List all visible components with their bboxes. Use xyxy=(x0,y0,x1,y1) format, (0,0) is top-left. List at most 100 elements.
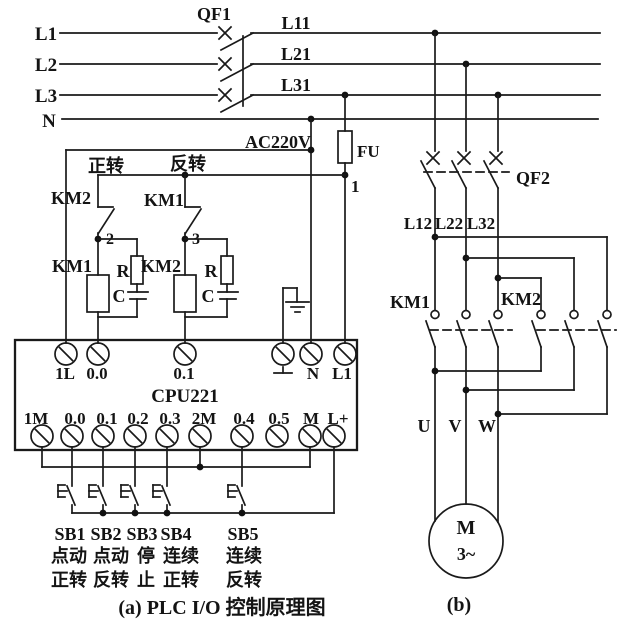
label-km2-coil: KM2 xyxy=(141,256,181,276)
terminal-label-lplus: L+ xyxy=(327,409,348,428)
label-sb4: SB4 xyxy=(160,524,191,544)
label-n: N xyxy=(42,111,56,132)
label-sb5: SB5 xyxy=(227,524,258,544)
terminal-out-00 xyxy=(86,342,110,366)
km1-nc-contact-icon xyxy=(184,206,202,235)
km2-contact-icon xyxy=(597,309,612,348)
label-sb4-fn2: 正转 xyxy=(163,569,199,590)
caption-b: (b) xyxy=(447,594,471,616)
km2-coil xyxy=(173,274,197,313)
qf1-pole-icon xyxy=(218,57,254,82)
qf1-pole-icon xyxy=(218,88,254,113)
terminal-l1 xyxy=(333,342,357,366)
qf2-pole-icon xyxy=(451,151,471,189)
label-l12: L12 xyxy=(404,214,432,233)
terminal-label-2m: 2M xyxy=(192,409,217,428)
terminal-n xyxy=(299,342,323,366)
terminal-label-01: 0.1 xyxy=(173,364,194,383)
snubber-resistor xyxy=(220,255,234,285)
terminal-label-i01: 0.1 xyxy=(96,409,117,428)
pushbutton-icon xyxy=(57,484,76,506)
terminal-i05 xyxy=(265,424,289,448)
label-w: W xyxy=(478,416,496,436)
pushbutton-icon xyxy=(227,484,246,506)
terminal-m xyxy=(298,424,322,448)
label-sb2-fn2: 反转 xyxy=(93,569,129,590)
label-node1: 1 xyxy=(351,177,360,196)
pe-ground-icon xyxy=(273,366,293,374)
terminal-label-m: M xyxy=(303,409,319,428)
pushbutton-sb5 xyxy=(227,446,246,517)
km2-contact-icon xyxy=(564,309,579,348)
terminal-label-i02: 0.2 xyxy=(127,409,148,428)
terminal-label-i04: 0.4 xyxy=(233,409,255,428)
terminal-lplus xyxy=(322,424,346,448)
label-l32: L32 xyxy=(467,214,495,233)
label-sb1-fn1: 点动 xyxy=(51,545,87,566)
terminal-label-i05: 0.5 xyxy=(268,409,289,428)
control-circuit: 正转 反转 KM2 2 KM1 R C K xyxy=(51,146,346,344)
label-c2: C xyxy=(202,286,215,306)
label-sb2: SB2 xyxy=(90,524,121,544)
label-sb1-fn2: 正转 xyxy=(51,569,87,590)
label-km1-coil: KM1 xyxy=(52,256,92,276)
label-sb4-fn1: 连续 xyxy=(163,545,199,566)
terminal-i01 xyxy=(91,424,115,448)
label-sb3-fn2: 止 xyxy=(137,569,155,590)
qf2-pole-icon xyxy=(483,151,503,189)
caption-a: (a) PLC I/O 控制原理图 xyxy=(118,595,325,619)
km1-coil xyxy=(86,274,110,313)
label-l1: L1 xyxy=(35,24,57,45)
label-km1-main: KM1 xyxy=(390,292,430,312)
km2-contact-icon xyxy=(531,309,546,348)
terminal-i04 xyxy=(230,424,254,448)
label-sb1: SB1 xyxy=(54,524,85,544)
terminal-label-i03: 0.3 xyxy=(159,409,180,428)
qf2-breaker: QF2 L12 L22 L32 xyxy=(404,151,550,311)
km2-nc-contact-icon xyxy=(97,206,115,235)
terminal-1m xyxy=(30,424,54,448)
km1-contact-icon xyxy=(488,309,503,348)
terminal-1l xyxy=(54,342,78,366)
label-ac220v: AC220V xyxy=(245,132,311,152)
label-sb2-fn1: 点动 xyxy=(93,545,129,566)
label-l22: L22 xyxy=(435,214,463,233)
km2-coil-branch: KM1 3 KM2 R C xyxy=(141,174,239,344)
label-fu: FU xyxy=(357,142,380,161)
label-c1: C xyxy=(113,286,126,306)
label-l11: L11 xyxy=(281,13,310,33)
qf2-pole-icon xyxy=(420,151,440,189)
pushbutton-sb4 xyxy=(152,446,171,517)
label-sb3-fn1: 停 xyxy=(137,545,155,566)
pushbutton-sb1 xyxy=(57,446,76,514)
supply-taps xyxy=(307,29,502,344)
terminal-pe xyxy=(271,342,295,366)
label-sb3: SB3 xyxy=(126,524,157,544)
label-qf2: QF2 xyxy=(516,168,550,188)
qf1-breaker: QF1 xyxy=(197,4,254,113)
label-r1: R xyxy=(117,261,131,281)
pushbutton-bank: SB1 SB2 SB3 SB4 SB5 点动 点动 停 连续 连续 正转 反转 … xyxy=(41,446,335,590)
pushbutton-sb3 xyxy=(120,446,139,517)
terminal-label-1l: 1L xyxy=(55,364,75,383)
pushbutton-icon xyxy=(152,484,171,506)
label-km2-nc: KM2 xyxy=(51,188,91,208)
motor-letter: M xyxy=(457,517,476,539)
label-reverse: 反转 xyxy=(170,153,206,174)
km-main-contacts: KM1 KM2 U V W xyxy=(390,233,617,523)
pushbutton-icon xyxy=(88,484,107,506)
km1-coil-branch: KM2 2 KM1 R C xyxy=(51,174,149,344)
terminal-i02 xyxy=(123,424,147,448)
terminal-out-01 xyxy=(173,342,197,366)
fuse-fu: FU 1 xyxy=(337,130,380,196)
label-km1-nc: KM1 xyxy=(144,190,184,210)
motor-phase: 3~ xyxy=(457,544,476,564)
terminal-label-l1: L1 xyxy=(332,364,352,383)
label-km2-main: KM2 xyxy=(501,289,541,309)
label-u: U xyxy=(418,416,431,436)
km1-contact-icon xyxy=(456,309,471,348)
terminal-2m xyxy=(188,424,212,448)
qf1-pole-icon xyxy=(218,26,254,51)
km1-contact-icon xyxy=(425,309,440,348)
